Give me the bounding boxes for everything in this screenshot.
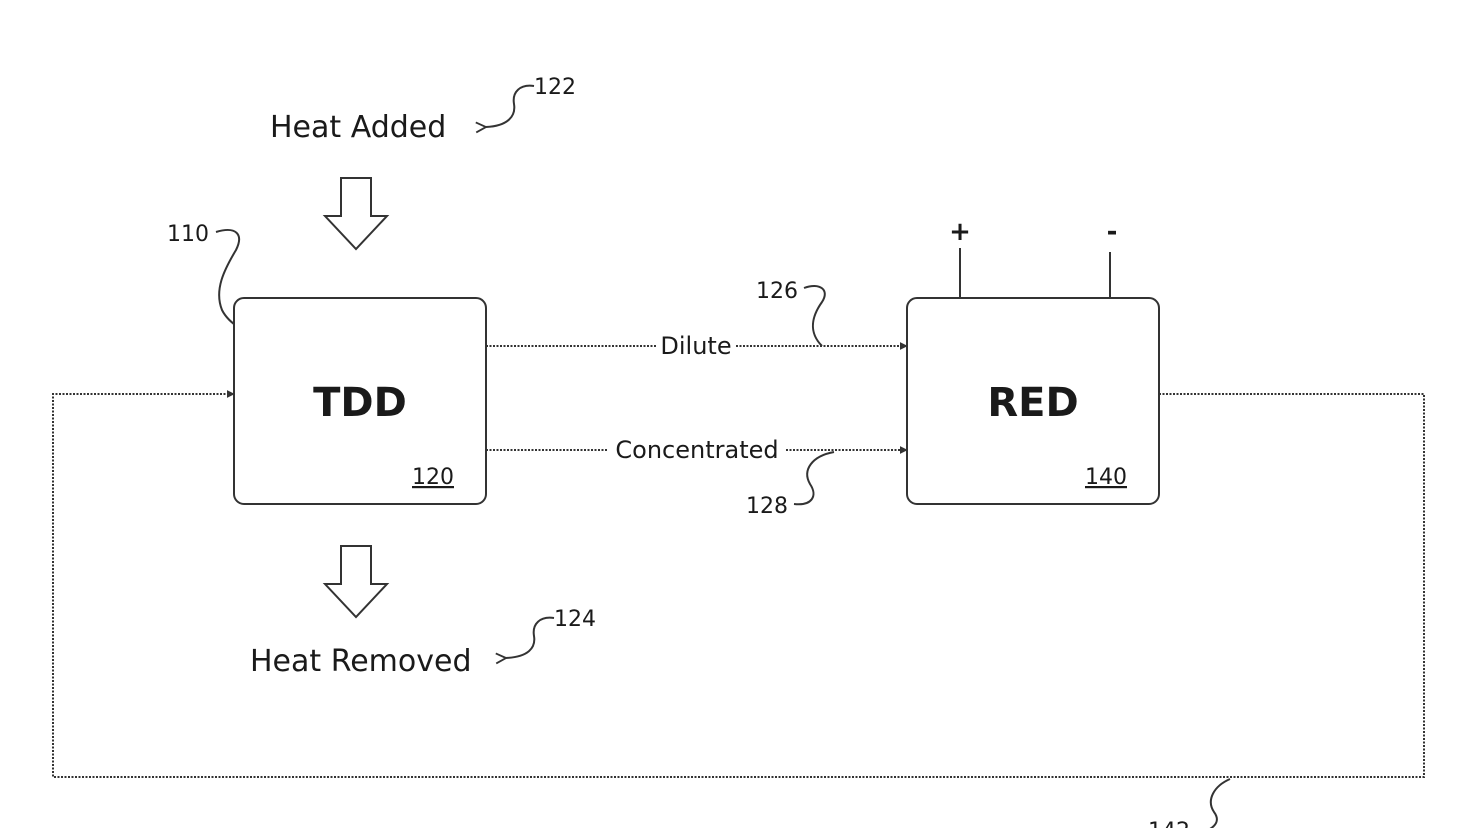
ref-126: 126 (756, 279, 798, 304)
ref-128: 128 (746, 494, 788, 519)
positive-terminal-label: + (949, 217, 971, 247)
tdd-ref: 120 (412, 465, 454, 490)
tdd-label: TDD (313, 380, 407, 426)
red-label: RED (987, 380, 1078, 426)
ref-122: 122 (534, 75, 576, 100)
ref-142-leader (1208, 779, 1230, 828)
ref-124-leader (506, 618, 554, 658)
ref-110: 110 (167, 222, 209, 247)
heat-added-label: Heat Added (270, 110, 446, 145)
heat-removed-label: Heat Removed (250, 644, 471, 679)
negative-terminal-label: - (1107, 217, 1118, 247)
concentrated-label: Concentrated (615, 436, 778, 464)
ref-122-leader (486, 86, 534, 127)
ref-142: 142 (1148, 819, 1190, 828)
heat-added-arrow (325, 178, 387, 249)
ref-124: 124 (554, 607, 596, 632)
ref-128-leader (794, 452, 834, 504)
heat-removed-arrow (325, 546, 387, 617)
dilute-label: Dilute (660, 332, 731, 360)
ref-126-leader (804, 286, 825, 346)
red-ref: 140 (1085, 465, 1127, 490)
